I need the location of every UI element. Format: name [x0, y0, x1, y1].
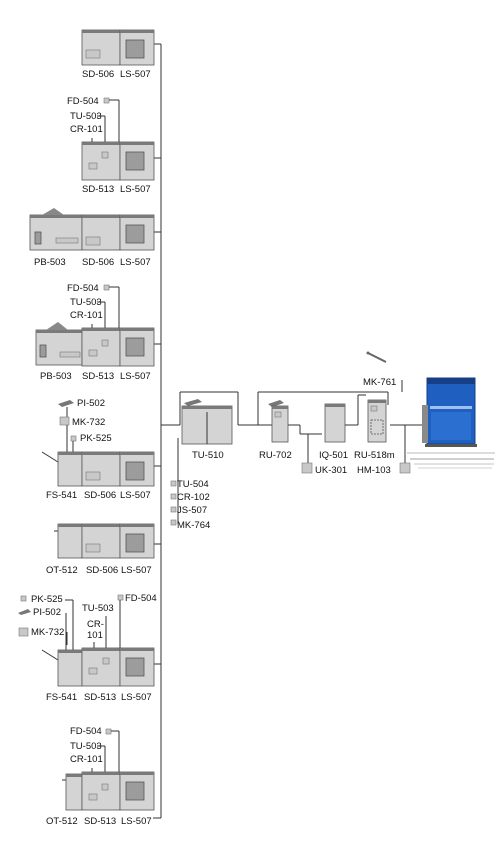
- config-pb503-sd506-ls507: PB-503 SD-506 LS-507: [29, 208, 155, 268]
- label-fs-541: FS-541: [46, 490, 77, 501]
- label-pk-525: PK-525: [80, 433, 112, 444]
- config-ot512-sd513-ls507: FD-504 TU-503 CR-101 OT-512 SD-513 LS-50…: [46, 726, 155, 827]
- label-pi-502: PI-502: [77, 398, 105, 409]
- label-tu-503: TU-503: [82, 603, 114, 614]
- label-tu-504: TU-504: [177, 479, 209, 490]
- label-mk-732: MK-732: [72, 417, 105, 428]
- label-fd-504: FD-504: [70, 726, 102, 737]
- label-ls-507: LS-507: [120, 257, 151, 268]
- label-fd-504: FD-504: [125, 593, 157, 604]
- label-ls-507: LS-507: [120, 371, 151, 382]
- label-ls-507: LS-507: [121, 565, 152, 576]
- label-pi-502: PI-502: [33, 607, 61, 618]
- label-mk-761: MK-761: [363, 377, 396, 388]
- label-sd-513: SD-513: [84, 692, 116, 703]
- label-cr-101: CR-101: [70, 310, 103, 321]
- label-101: 101: [87, 630, 103, 641]
- label-sd-506: SD-506: [84, 490, 116, 501]
- ru-702-group: RU-702: [257, 391, 389, 461]
- hm-103-unit: [399, 462, 411, 474]
- label-hm-103: HM-103: [357, 465, 391, 476]
- label-pb-503: PB-503: [34, 257, 66, 268]
- tu-510-group: TU-510 TU-504 CR-102 JS-507 MK-764: [170, 391, 258, 531]
- iq-501-group: IQ-501 UK-301: [299, 403, 358, 476]
- label-ru-702: RU-702: [259, 450, 292, 461]
- label-ls-507: LS-507: [120, 69, 151, 80]
- label-cr: CR-: [87, 619, 104, 630]
- label-js-507: JS-507: [177, 505, 207, 516]
- label-ot-512: OT-512: [46, 565, 78, 576]
- label-fd-504: FD-504: [67, 283, 99, 294]
- label-tu-503: TU-503: [70, 111, 102, 122]
- config-sd506-ls507: SD-506 LS-507: [81, 29, 155, 80]
- label-fs-541: FS-541: [46, 692, 77, 703]
- config-pb503-sd513-ls507: FD-504 TU-503 CR-101 PB-503 SD-513 LS-50…: [35, 283, 155, 382]
- config-fs541-sd513-ls507: PK-525 PI-502 MK-732 TU-503 CR- 101 FD-5…: [18, 593, 157, 703]
- label-sd-513: SD-513: [82, 184, 114, 195]
- sd-506-unit: [81, 29, 121, 66]
- label-ot-512: OT-512: [46, 816, 78, 827]
- label-sd-506: SD-506: [86, 565, 118, 576]
- label-sd-513: SD-513: [84, 816, 116, 827]
- uk-301-unit: [301, 462, 313, 474]
- main-printer: [407, 377, 495, 469]
- label-ls-507: LS-507: [120, 490, 151, 501]
- fs-541-unit: [57, 451, 83, 487]
- label-ls-507: LS-507: [120, 184, 151, 195]
- ru-518m-group: RU-518m HM-103: [354, 394, 423, 476]
- label-mk-732: MK-732: [31, 627, 64, 638]
- ot-512-unit: [57, 523, 83, 559]
- label-sd-506: SD-506: [82, 257, 114, 268]
- ot-512-unit: [65, 773, 83, 811]
- label-ls-507: LS-507: [121, 816, 152, 827]
- sd-506-unit: [81, 523, 121, 559]
- label-tu-503: TU-503: [70, 741, 102, 752]
- label-tu-503: TU-503: [70, 297, 102, 308]
- sd-513-unit: [81, 327, 121, 367]
- config-fs541-sd506-ls507: PI-502 MK-732 PK-525 FS-541 SD-506 LS-50…: [41, 398, 155, 501]
- label-sd-506: SD-506: [82, 69, 114, 80]
- sd-506-unit: [81, 451, 121, 487]
- label-cr-102: CR-102: [177, 492, 210, 503]
- sd-513-unit: [81, 141, 121, 181]
- label-ls-507: LS-507: [121, 692, 152, 703]
- sd-513-unit: [81, 771, 121, 811]
- label-pk-525: PK-525: [31, 594, 63, 605]
- label-uk-301: UK-301: [315, 465, 347, 476]
- fs-541-unit: [57, 649, 83, 687]
- label-ru-518m: RU-518m: [354, 450, 395, 461]
- iq-501-unit: [324, 403, 346, 443]
- label-cr-101: CR-101: [70, 754, 103, 765]
- label-tu-510: TU-510: [192, 450, 224, 461]
- label-fd-504: FD-504: [67, 96, 99, 107]
- label-mk-764: MK-764: [177, 520, 210, 531]
- sd-513-unit: [81, 647, 121, 687]
- label-cr-101: CR-101: [70, 124, 103, 135]
- label-sd-513: SD-513: [82, 371, 114, 382]
- label-pb-503: PB-503: [40, 371, 72, 382]
- mk-761-group: MK-761: [363, 351, 403, 392]
- ru-702-unit: [271, 405, 289, 443]
- config-sd513-ls507: FD-504 TU-503 CR-101 SD-513 LS-507: [67, 96, 155, 195]
- config-ot512-sd506-ls507: OT-512 SD-506 LS-507: [46, 523, 155, 576]
- label-iq-501: IQ-501: [319, 450, 348, 461]
